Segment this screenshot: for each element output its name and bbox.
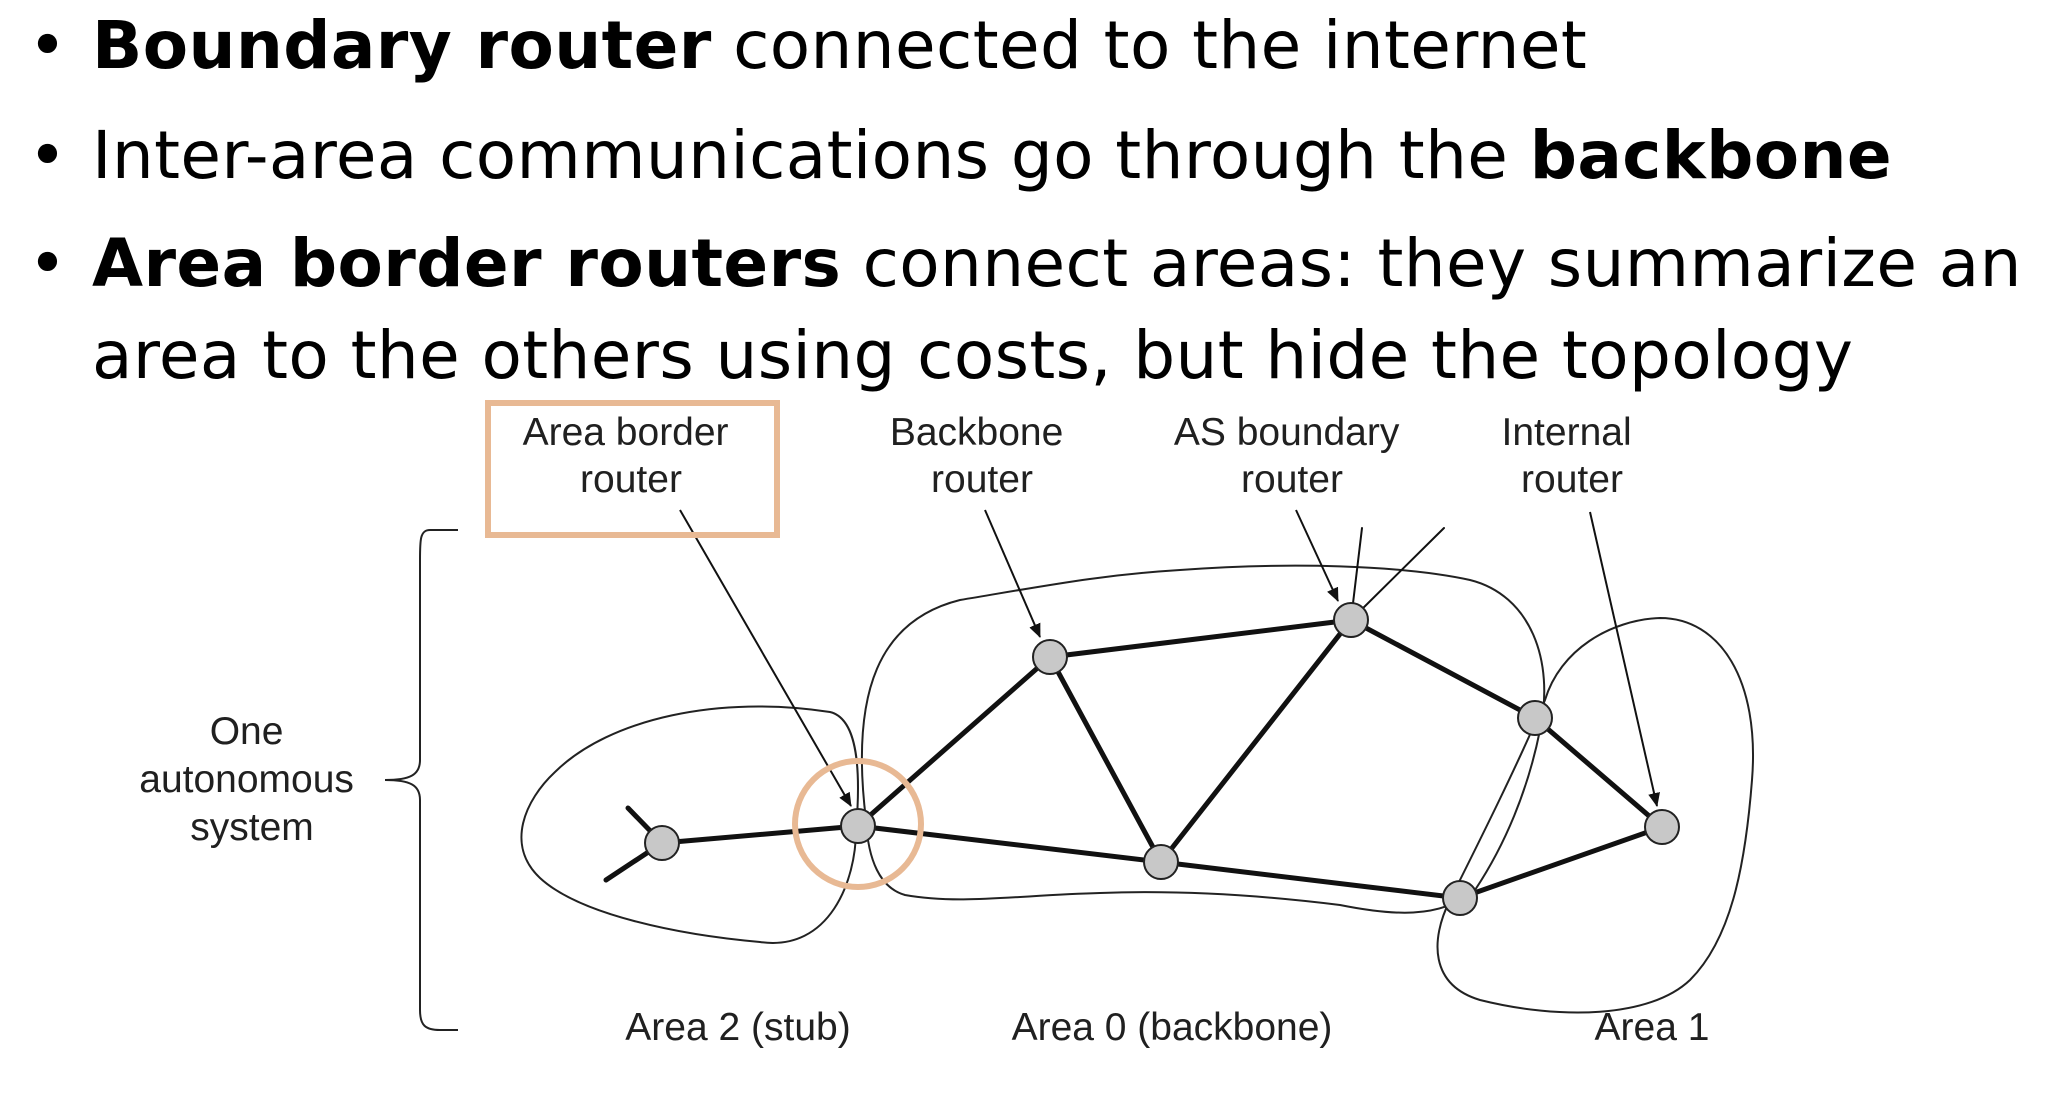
- area-0-outline: [860, 564, 1546, 914]
- area-2-outline: [520, 705, 859, 944]
- link: [1158, 617, 1354, 865]
- arrow-as-boundary: [1295, 509, 1339, 602]
- bullet-text: Inter-area communications go through the: [92, 117, 1530, 194]
- arrow-internal: [1589, 511, 1660, 807]
- router-node-as-boundary: [1333, 602, 1369, 638]
- label-area-2: Area 2 (stub): [625, 1006, 850, 1049]
- link: [1348, 617, 1538, 721]
- label-autonomous-system: One autonomous system: [139, 710, 365, 849]
- highlight-circle-area-border-router: [792, 758, 924, 890]
- arrow-backbone: [984, 509, 1041, 638]
- bullet-list: • Boundary router connected to the inter…: [0, 0, 2054, 400]
- arrow-area-border: [679, 509, 852, 807]
- link: [1532, 715, 1665, 830]
- label-backbone-router: Backbone router: [890, 411, 1074, 501]
- bullet-bold-text: backbone: [1529, 117, 1893, 194]
- highlight-box-area-border-label: [485, 400, 780, 538]
- router-node-area-border: [840, 808, 876, 844]
- link: [1047, 654, 1164, 865]
- label-area-border-router: Area border router: [523, 411, 740, 501]
- bullet-marker: •: [28, 225, 68, 302]
- link: [1457, 824, 1665, 901]
- link: [1158, 859, 1463, 901]
- bullet-text-line2: area to the others using costs, but hide…: [92, 317, 1854, 394]
- autonomous-system-brace: [384, 529, 458, 1031]
- bullet-bold-text: Area border routers: [92, 225, 842, 302]
- label-internal-router: Internal router: [1502, 411, 1643, 501]
- bullet-marker: •: [28, 117, 68, 194]
- routers: [644, 602, 1680, 916]
- link: [855, 654, 1053, 829]
- bullet-marker: •: [28, 7, 68, 84]
- label-as-boundary-router: AS boundary router: [1174, 411, 1410, 501]
- router-node: [1442, 880, 1478, 916]
- link: [855, 823, 1164, 865]
- router-node: [1143, 844, 1179, 880]
- bullet-text: connect areas: they summarize an: [841, 225, 2022, 302]
- callout-arrows: [679, 509, 1660, 807]
- label-area-1: Area 1: [1595, 1006, 1710, 1049]
- area-1-outline: [1436, 616, 1754, 1014]
- router-node: [644, 825, 680, 861]
- router-node-backbone: [1032, 639, 1068, 675]
- router-links: [603, 617, 1665, 901]
- bullet-text: connected to the internet: [711, 7, 1588, 84]
- link: [659, 823, 861, 846]
- label-area-0: Area 0 (backbone): [1012, 1006, 1333, 1049]
- bullet-bold-text: Boundary router: [92, 7, 712, 84]
- link: [1047, 617, 1354, 660]
- router-node-internal: [1644, 809, 1680, 845]
- router-node: [1517, 700, 1553, 736]
